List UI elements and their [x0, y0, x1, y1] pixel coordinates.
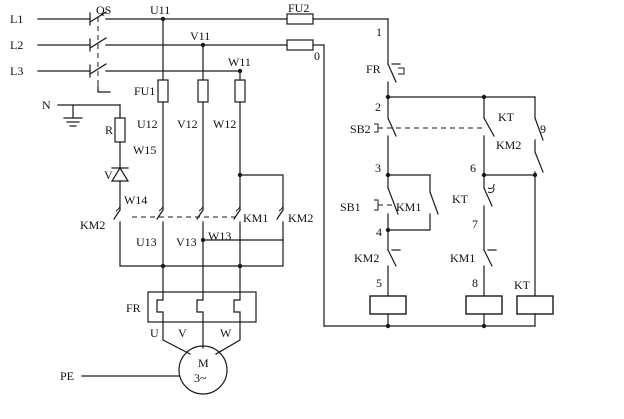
label-node-4: 4 — [376, 225, 382, 239]
label-kt-contact: KT — [498, 110, 515, 124]
resistor-r — [114, 117, 126, 143]
label-node-6: 6 — [470, 161, 476, 175]
sb2-no-contact — [483, 117, 495, 137]
label-km1-main: KM1 — [243, 211, 268, 225]
km2-nc-contact — [387, 249, 397, 267]
label-v-diode: V — [104, 168, 113, 182]
label-node-7: 7 — [472, 217, 478, 231]
label-sb1: SB1 — [340, 200, 361, 214]
label-n: N — [42, 98, 51, 112]
qs-handle — [97, 85, 111, 93]
label-motor-w: W — [220, 326, 232, 340]
km1-contact-w — [233, 209, 241, 220]
label-w14: W14 — [124, 193, 147, 207]
fu1-fuse-v — [197, 79, 209, 103]
labels: L1 L2 L3 N PE QS U11 V11 W11 FU2 FU1 U12… — [10, 1, 546, 385]
label-kt-coil: KT — [514, 278, 531, 292]
km1-contact-u — [156, 209, 164, 220]
label-l3: L3 — [10, 64, 23, 78]
label-fu2: FU2 — [288, 1, 309, 15]
motor-m — [178, 345, 228, 395]
label-kt-delay: KT — [452, 192, 469, 206]
sb1-start-button — [387, 187, 399, 215]
label-node-8: 8 — [472, 276, 478, 290]
label-motor-v: V — [178, 326, 187, 340]
fr-thermal-relay — [147, 291, 257, 323]
control-circuit — [323, 18, 554, 329]
label-u11: U11 — [150, 3, 170, 17]
qs-blade-l2 — [89, 37, 107, 49]
label-r: R — [105, 123, 113, 137]
fu1-fuse-w — [234, 79, 246, 103]
label-qs: QS — [96, 3, 111, 17]
label-fr-control: FR — [366, 62, 381, 76]
label-fr-power: FR — [126, 301, 141, 315]
diode-v — [110, 166, 130, 182]
fu1-fuse-u — [157, 79, 169, 103]
label-node-0: 0 — [314, 49, 320, 63]
kt-contact-9 — [534, 117, 544, 141]
km1-nc-contact — [483, 249, 493, 267]
km2-coil — [465, 295, 503, 315]
label-v12: V12 — [177, 117, 198, 131]
kt-delay-contact — [483, 187, 493, 207]
label-node-3: 3 — [375, 161, 381, 175]
fu2-fuse-2 — [286, 39, 314, 51]
kt-coil — [516, 295, 554, 315]
label-node-5: 5 — [376, 276, 382, 290]
label-w13: W13 — [208, 229, 231, 243]
label-km1-nc: KM1 — [450, 251, 475, 265]
label-km2-nc: KM2 — [354, 251, 379, 265]
km1-contact-v — [196, 209, 204, 220]
fr-nc-contact — [387, 63, 397, 83]
km2-contact-right — [276, 209, 284, 220]
label-l1: L1 — [10, 12, 23, 26]
label-w11: W11 — [228, 55, 251, 69]
km2-aux-contact — [534, 151, 544, 173]
sb2-stop-button — [387, 117, 397, 137]
km2-contact-left — [113, 209, 121, 220]
label-u13: U13 — [136, 235, 157, 249]
label-u12: U12 — [137, 117, 158, 131]
label-km2-left: KM2 — [80, 218, 105, 232]
label-v11: V11 — [190, 29, 210, 43]
label-motor-u: U — [150, 326, 159, 340]
label-node-9: 9 — [540, 122, 546, 136]
label-km2-right: KM2 — [288, 211, 313, 225]
qs-blade-l3 — [89, 63, 107, 75]
label-l2: L2 — [10, 38, 23, 52]
label-motor-phase: 3~ — [194, 371, 207, 385]
power-circuit — [37, 11, 389, 395]
label-node-1: 1 — [376, 25, 382, 39]
label-km2-aux: KM2 — [496, 138, 521, 152]
fu2-fuse-1 — [286, 13, 314, 25]
label-fu1: FU1 — [134, 84, 155, 98]
label-w12: W12 — [213, 117, 236, 131]
km2-branch-wire — [239, 174, 284, 211]
label-w15: W15 — [133, 143, 156, 157]
km1-aux-contact — [429, 191, 439, 215]
label-km1-aux: KM1 — [396, 200, 421, 214]
label-v13: V13 — [176, 235, 197, 249]
label-motor-m: M — [198, 356, 209, 370]
km1-coil — [369, 295, 407, 315]
label-node-2: 2 — [375, 100, 381, 114]
label-sb2: SB2 — [350, 122, 371, 136]
label-pe: PE — [60, 369, 74, 383]
